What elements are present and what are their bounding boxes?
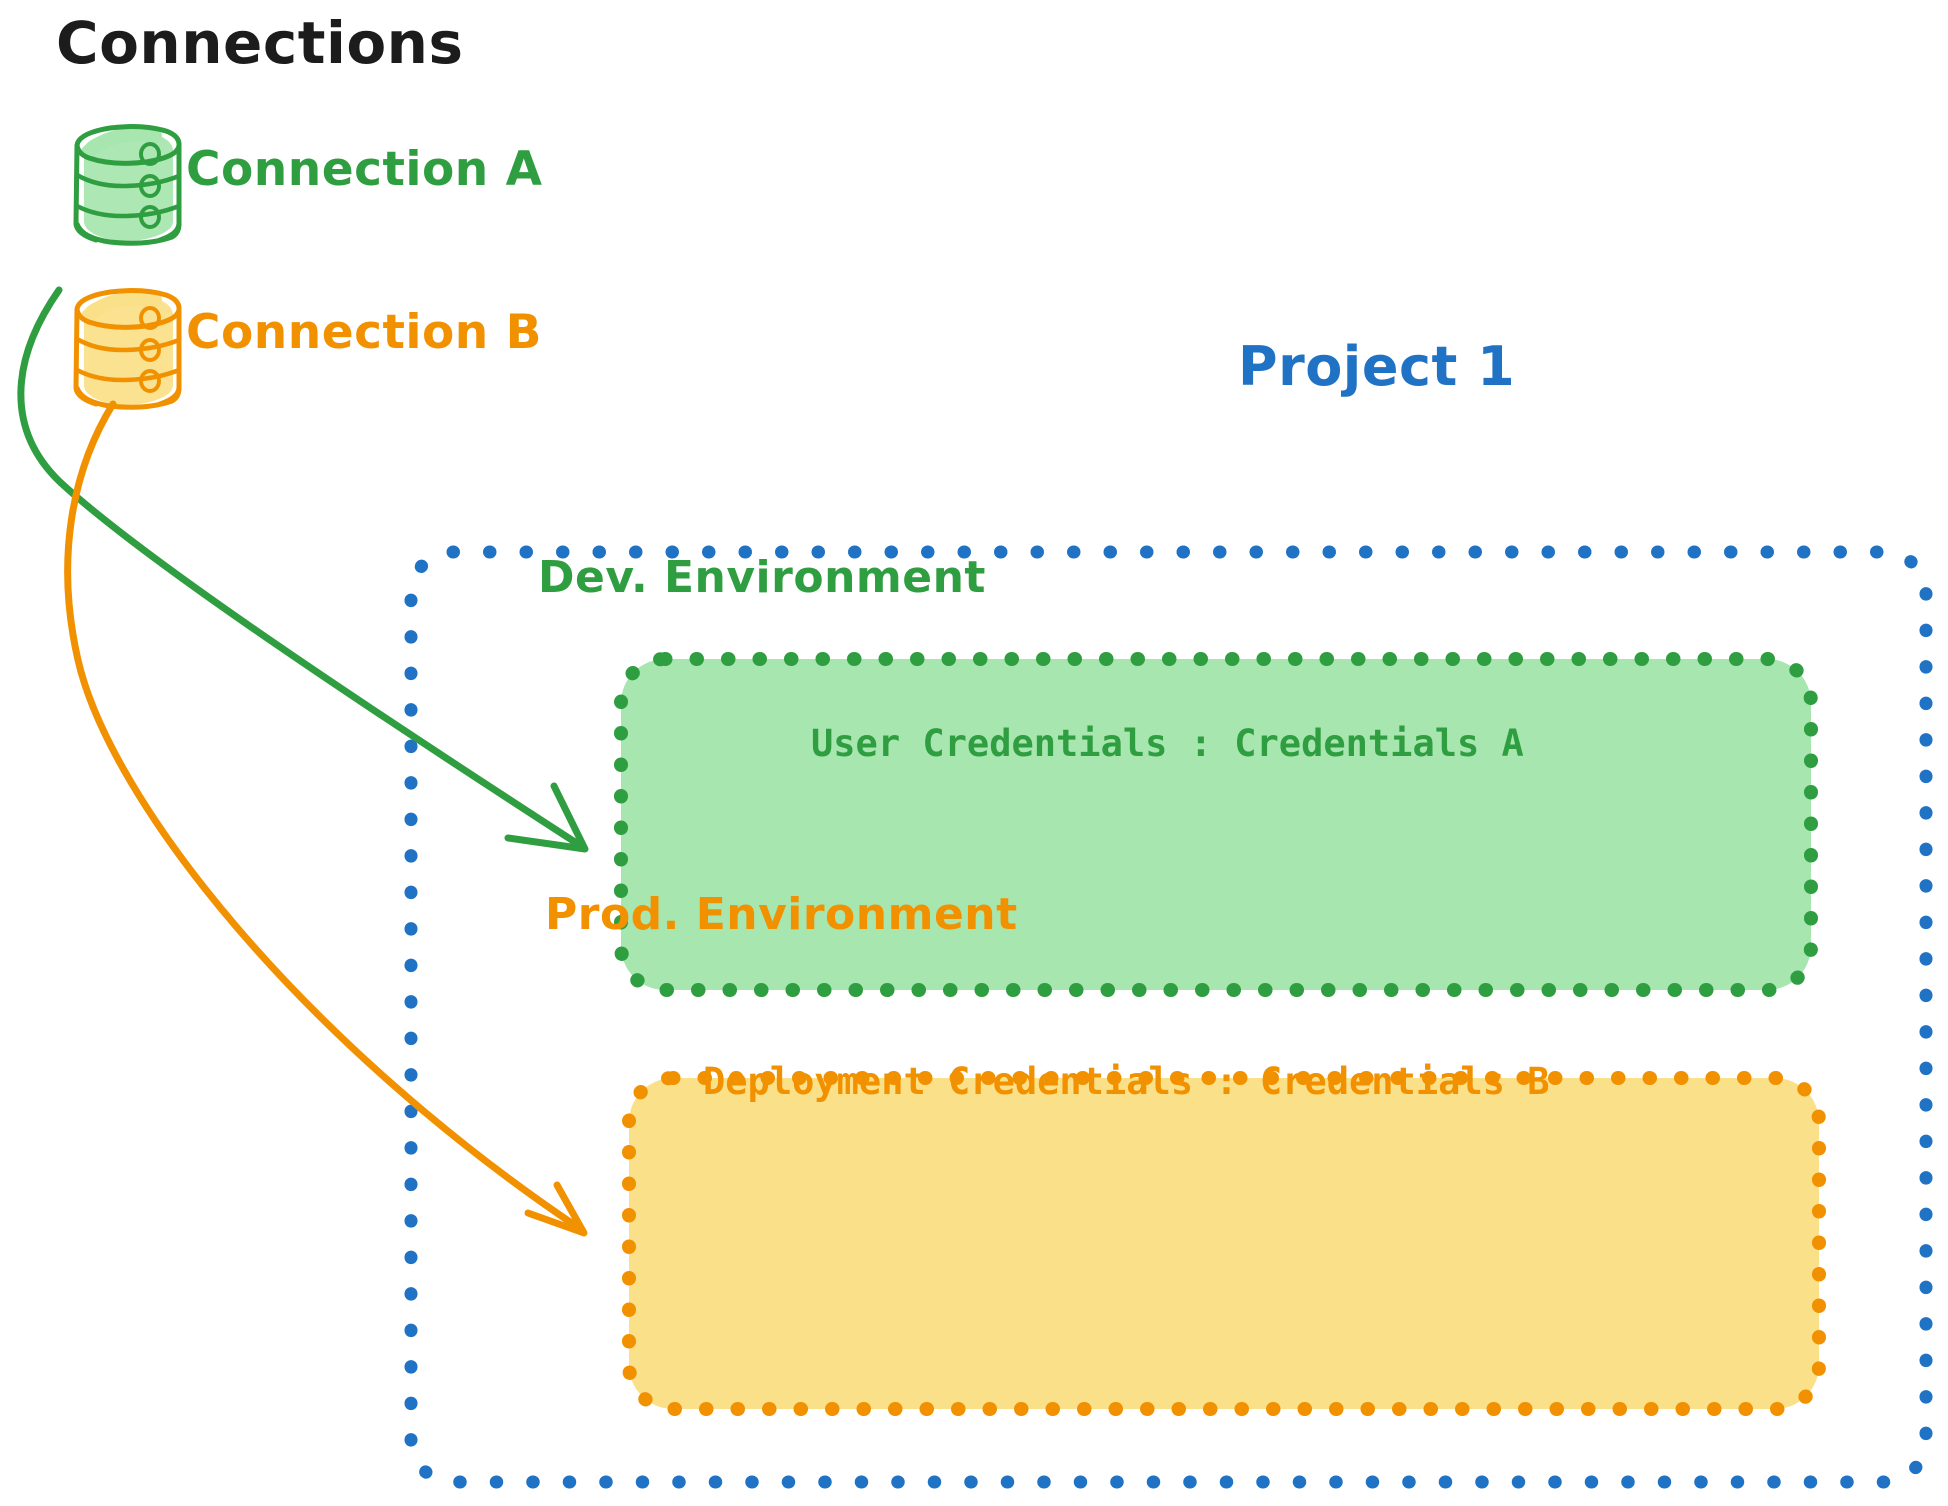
- arrow-a-line: [17, 286, 582, 848]
- arrow-b-head: [524, 1181, 588, 1237]
- arrow-connection-a-to-dev-environment: [17, 286, 589, 853]
- cylinder-a-divider-2: [74, 203, 182, 219]
- database-cylinder-icon-connection-a[interactable]: [73, 124, 182, 246]
- cylinder-a-led-2: [139, 174, 161, 198]
- cylinder-b-divider-1: [74, 336, 182, 353]
- prod-environment-title: Prod. Environment: [545, 889, 1018, 940]
- cylinder-b-divider-2: [74, 367, 182, 383]
- cylinder-b-fill-top: [81, 291, 162, 323]
- cylinder-a-led-3: [139, 205, 161, 229]
- cylinder-a-led-1: [139, 142, 161, 166]
- cylinder-b-bottom: [74, 385, 182, 410]
- prod-environment-dotted-border: [622, 1071, 1826, 1416]
- dev-environment-fill: [621, 659, 1811, 990]
- dev-environment-title: Dev. Environment: [538, 552, 986, 603]
- prod-environment-box[interactable]: [622, 1071, 1826, 1416]
- cylinder-a-fill-top: [81, 127, 162, 159]
- arrow-b-line: [64, 400, 580, 1230]
- project-1-label: Project 1: [1238, 335, 1516, 398]
- prod-environment-fill: [629, 1078, 1819, 1409]
- prod-environment-credentials: Deployment Credentials : Credentials B: [703, 1060, 1550, 1103]
- page-title: Connections: [56, 9, 464, 77]
- database-cylinder-icon-connection-b[interactable]: [73, 288, 182, 410]
- dev-environment-credentials: User Credentials : Credentials A: [811, 722, 1524, 765]
- connection-b-label[interactable]: Connection B: [186, 305, 542, 360]
- cylinder-b-led-1: [139, 306, 161, 330]
- connection-a-label[interactable]: Connection A: [186, 142, 543, 197]
- arrow-a-head: [504, 782, 589, 853]
- dev-environment-dotted-border: [614, 652, 1818, 997]
- cylinder-a-bottom: [74, 221, 182, 246]
- cylinder-b-led-2: [139, 338, 161, 362]
- dev-environment-box[interactable]: [614, 652, 1818, 997]
- cylinder-a-divider-1: [74, 172, 182, 189]
- arrow-connection-b-to-prod-environment: [64, 400, 588, 1237]
- cylinder-b-led-3: [139, 369, 161, 393]
